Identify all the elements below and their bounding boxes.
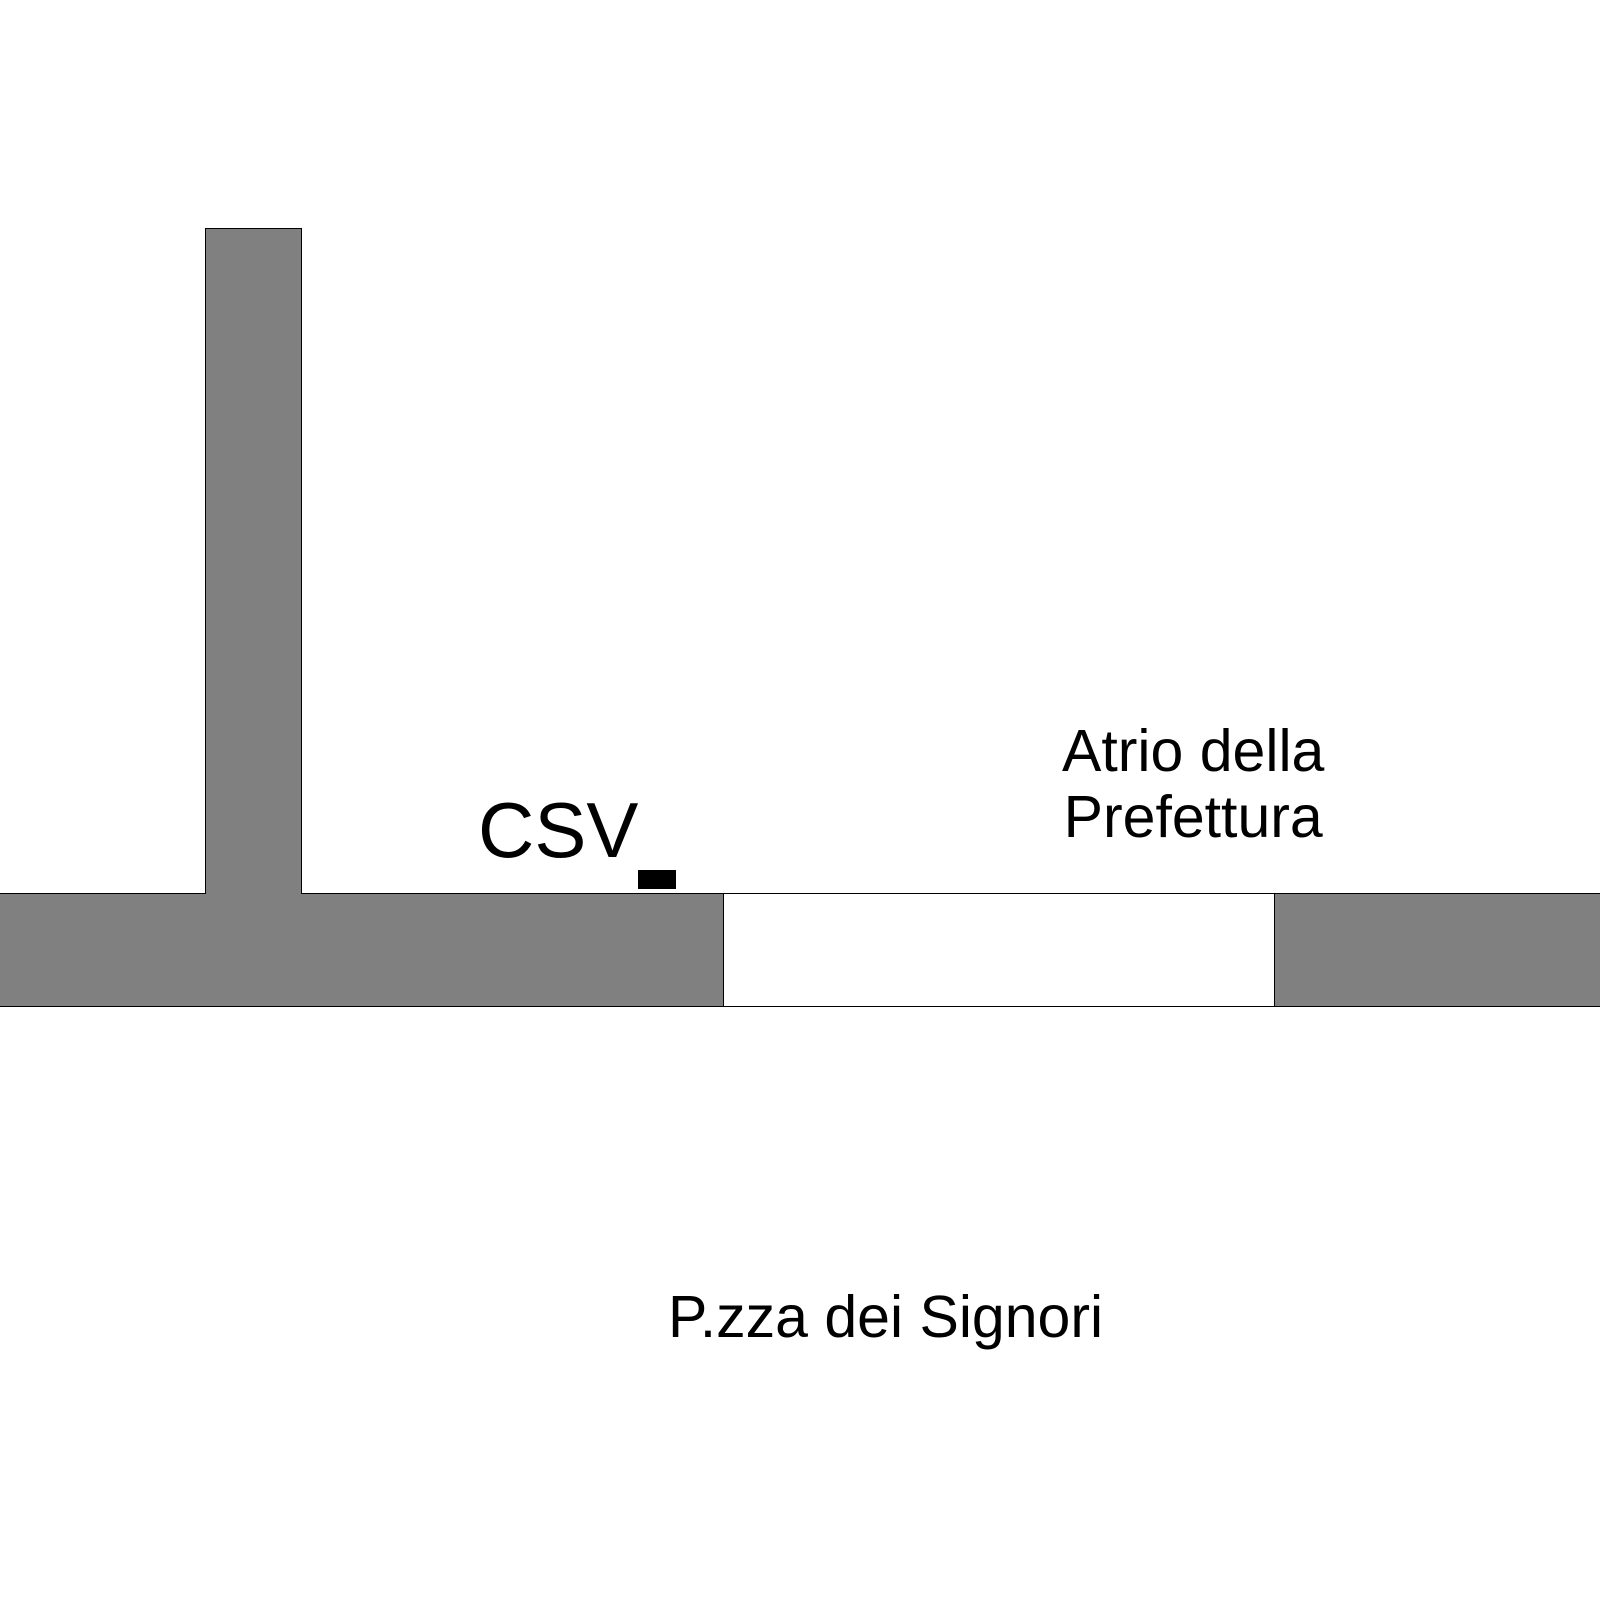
- right-building-block: [1274, 893, 1600, 1007]
- wall-joint: [206, 890, 301, 898]
- left-building-block: [0, 893, 724, 1007]
- csv-label: CSV: [478, 786, 639, 874]
- vertical-wall: [205, 228, 302, 896]
- atrium-label-line-2: Prefettura: [1063, 784, 1323, 850]
- atrium-label-line-1: Atrio della: [1062, 718, 1325, 784]
- square-label: P.zza dei Signori: [668, 1284, 1104, 1350]
- atrium-label: Atrio della Prefettura: [1062, 718, 1324, 850]
- location-marker-icon: [638, 870, 676, 889]
- atrium-opening: [723, 893, 1275, 1007]
